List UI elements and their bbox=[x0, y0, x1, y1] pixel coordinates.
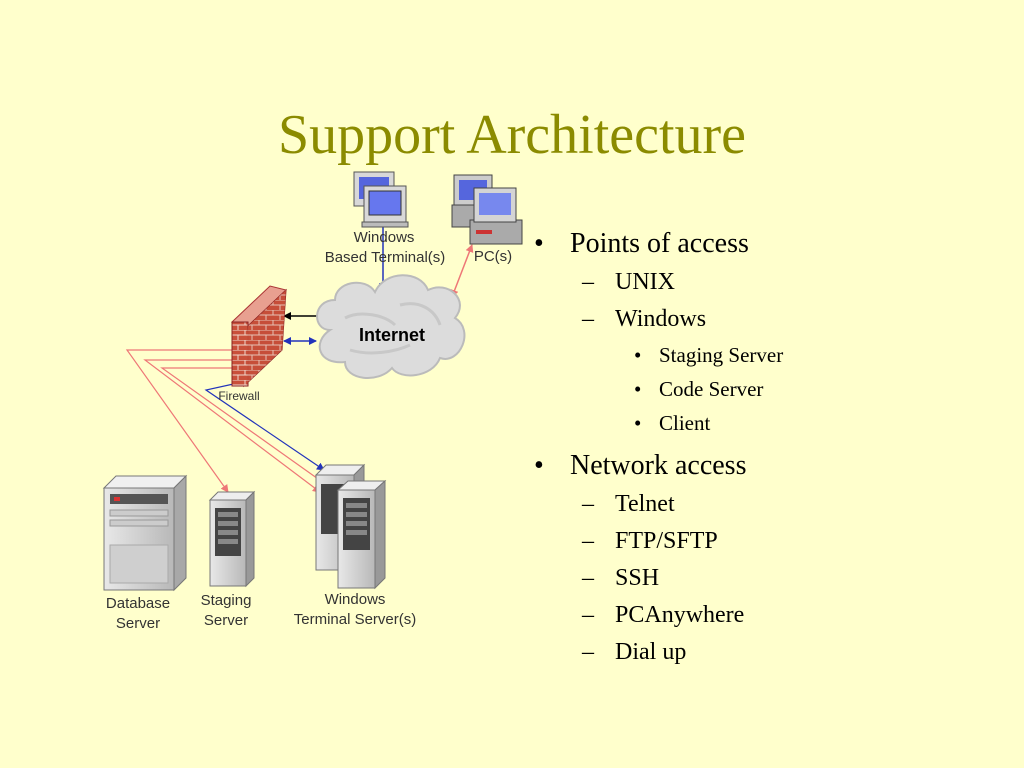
firewall-icon bbox=[230, 285, 288, 388]
windows-terminal-server-icon bbox=[314, 463, 387, 590]
pc-icon bbox=[451, 174, 523, 245]
pc-label: PC(s) bbox=[474, 248, 512, 265]
bullet-level2: – Windows bbox=[530, 301, 1010, 338]
bullet-level2: – UNIX bbox=[530, 264, 1010, 301]
bullet-dot: • bbox=[534, 228, 544, 259]
bullet-dot: • bbox=[634, 377, 642, 401]
bullet-dot: • bbox=[634, 411, 642, 435]
firewall-wts-link-a bbox=[143, 359, 321, 493]
bullet-level2: – Dial up bbox=[530, 634, 1010, 671]
database-label-line2: Server bbox=[116, 615, 160, 632]
pc-internet-link bbox=[450, 244, 474, 298]
windows-terminal-label-line1: Windows bbox=[354, 229, 415, 246]
bullet-level2: – PCAnywhere bbox=[530, 597, 1010, 634]
staging-label-line2: Server bbox=[204, 612, 248, 629]
wts-label-line1: Windows bbox=[325, 591, 386, 608]
bullet-level3: • Staging Server bbox=[530, 338, 1010, 372]
bullet-text: Network access bbox=[570, 450, 747, 481]
firewall-label: Firewall bbox=[218, 389, 259, 403]
firewall-staging-link bbox=[125, 349, 236, 493]
bullet-text: Staging Server bbox=[659, 343, 784, 367]
bullet-dash: – bbox=[582, 565, 594, 591]
bullet-dash: – bbox=[582, 306, 594, 332]
bullet-dash: – bbox=[582, 528, 594, 554]
firewall-wts-link-b bbox=[160, 367, 329, 487]
bullet-level1: • Network access bbox=[530, 446, 1010, 486]
bullet-text: Windows bbox=[615, 306, 707, 332]
bullet-dash: – bbox=[582, 602, 594, 628]
windows-terminal-icon bbox=[353, 171, 409, 228]
bullet-text: UNIX bbox=[615, 269, 675, 295]
bullet-level3: • Code Server bbox=[530, 372, 1010, 406]
bullet-text: SSH bbox=[615, 565, 660, 591]
bullet-text: Dial up bbox=[615, 639, 687, 665]
bullet-dash: – bbox=[582, 491, 594, 517]
bullet-level2: – FTP/SFTP bbox=[530, 523, 1010, 560]
bullet-level3: • Client bbox=[530, 406, 1010, 440]
bullet-text: Client bbox=[659, 411, 711, 435]
bullet-text: PCAnywhere bbox=[615, 602, 745, 628]
firewall-wts-blue-link bbox=[204, 382, 325, 471]
bullet-dot: • bbox=[634, 343, 642, 367]
bullet-level2: – Telnet bbox=[530, 486, 1010, 523]
database-label-line1: Database bbox=[106, 595, 170, 612]
bullet-text: Telnet bbox=[615, 491, 675, 517]
staging-server-icon bbox=[208, 490, 256, 588]
windows-terminal-label-line2: Based Terminal(s) bbox=[325, 249, 446, 266]
bullet-dot: • bbox=[534, 450, 544, 481]
slide-title: Support Architecture bbox=[277, 104, 747, 166]
wts-label-line2: Terminal Server(s) bbox=[294, 611, 417, 628]
bullet-level2: – SSH bbox=[530, 560, 1010, 597]
internet-label: Internet bbox=[359, 325, 425, 345]
bullet-text: Points of access bbox=[570, 228, 749, 259]
staging-label-line1: Staging bbox=[201, 592, 252, 609]
bullet-dash: – bbox=[582, 639, 594, 665]
bullet-list: • Points of access – UNIX – Windows • St… bbox=[530, 224, 1010, 671]
database-server-icon bbox=[102, 474, 188, 592]
bullet-text: Code Server bbox=[659, 377, 764, 401]
internet-cloud-icon bbox=[316, 274, 466, 380]
bullet-text: FTP/SFTP bbox=[615, 528, 718, 554]
bullet-dash: – bbox=[582, 269, 594, 295]
bullet-level1: • Points of access bbox=[530, 224, 1010, 264]
